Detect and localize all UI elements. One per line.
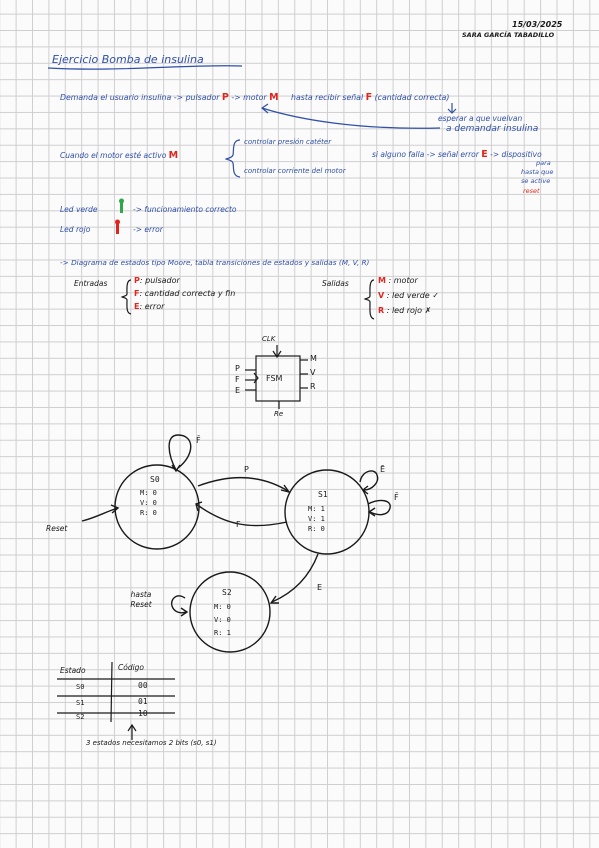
led-green-desc: -> funcionamiento correcto xyxy=(133,205,237,214)
brace-outputs xyxy=(363,279,375,320)
fsm-input-e: E xyxy=(235,386,241,395)
s0-self-loop xyxy=(168,434,192,471)
transition-s0-s1 xyxy=(197,476,289,492)
title-underline xyxy=(47,65,243,70)
table-row-0-state: S0 xyxy=(76,683,85,691)
fsm-clk-label: CLK xyxy=(262,335,276,343)
transition-reset xyxy=(81,507,119,522)
state-s0-v: V: 0 xyxy=(140,499,157,507)
fsm-input-p: P xyxy=(235,364,240,373)
line2-error: si alguno falla -> señal error E -> disp… xyxy=(372,149,542,160)
note1-line2: a demandar insulina xyxy=(446,124,539,134)
state-s1-m: M: 1 xyxy=(308,505,325,513)
line2-motor: Cuando el motor esté activo M xyxy=(60,150,179,161)
transition-s1-s2 xyxy=(271,553,319,603)
transition-reset-label: Reset xyxy=(46,524,68,533)
state-s1-circle xyxy=(284,469,370,555)
state-s2-r: R: 1 xyxy=(214,629,231,637)
feedback-arrow xyxy=(261,107,441,129)
author-text: SARA GARCÍA TABADILLO xyxy=(462,31,555,39)
outputs-label: Salidas xyxy=(322,279,349,288)
input-e: E: error xyxy=(134,302,165,311)
condition-current: controlar corriente del motor xyxy=(244,167,346,175)
state-s2-v: V: 0 xyxy=(214,616,231,624)
state-s1-name: S1 xyxy=(318,490,328,499)
table-header-code: Código xyxy=(118,663,145,672)
table-header-state: Estado xyxy=(60,666,86,675)
led-green-label: Led verde xyxy=(60,205,98,214)
state-s1-loop1-label: Ē xyxy=(380,465,386,474)
state-s1-v: V: 1 xyxy=(308,515,325,523)
fsm-block-diagram xyxy=(245,345,308,409)
table-note: 3 estados necesitamos 2 bits (s0, s1) xyxy=(86,739,217,747)
state-s0-r: R: 0 xyxy=(140,509,157,517)
line1-demand: Demanda el usuario insulina -> pulsador … xyxy=(60,92,450,103)
moore-instructions: -> Diagrama de estados tipo Moore, tabla… xyxy=(60,258,370,267)
output-r: R : led rojo ✗ xyxy=(378,306,432,315)
state-s0-loop-label: F̄ xyxy=(196,436,201,445)
state-s2-m: M: 0 xyxy=(214,603,231,611)
condition-pressure: controlar presión catéter xyxy=(244,138,332,146)
state-s2-name: S2 xyxy=(222,588,232,597)
line2-activates: se active xyxy=(521,177,551,185)
fsm-name-label: FSM xyxy=(266,374,283,383)
fsm-reset-label: Re xyxy=(274,410,284,418)
date-text: 15/03/2025 xyxy=(512,20,563,29)
state-s0-m: M: 0 xyxy=(140,489,157,497)
transition-s0-s1-label: P xyxy=(244,465,249,474)
fsm-output-v: V xyxy=(310,368,316,377)
line2-reset: reset xyxy=(523,187,540,195)
fsm-output-r: R xyxy=(310,382,316,391)
state-s0-name: S0 xyxy=(150,475,160,484)
input-p: P: pulsador xyxy=(134,276,180,285)
state-s1-r: R: 0 xyxy=(308,525,325,533)
green-led-icon xyxy=(120,203,123,213)
led-red-desc: -> error xyxy=(133,225,163,234)
table-row-2-code: 10 xyxy=(138,709,148,718)
state-s1-loop2-label: F̄ xyxy=(394,493,399,502)
state-diagram xyxy=(81,434,391,653)
transition-s1-s0 xyxy=(195,503,288,527)
state-s2-circle xyxy=(189,571,271,653)
brace-inputs xyxy=(120,279,132,315)
fsm-output-m: M xyxy=(310,354,317,363)
table-row-2-state: S2 xyxy=(76,713,85,721)
fsm-input-f: F xyxy=(235,375,240,384)
table-row-0-code: 00 xyxy=(138,681,148,690)
state-s2-loop-label: hasta Reset xyxy=(130,590,152,609)
encoding-table-lines xyxy=(57,661,175,740)
line2-stops: para xyxy=(536,159,551,167)
line2-until: hasta que xyxy=(521,168,554,176)
transition-s1-s2-label: E xyxy=(317,583,323,592)
brace-conditions xyxy=(224,139,241,178)
page-title: Ejercicio Bomba de insulina xyxy=(52,53,204,66)
inputs-label: Entradas xyxy=(74,279,108,288)
table-row-1-state: S1 xyxy=(76,699,85,707)
input-f: F: cantidad correcta y fin xyxy=(134,289,236,298)
led-red-label: Led rojo xyxy=(60,225,91,234)
transition-s1-s0-label: F xyxy=(236,520,241,529)
output-m: M : motor xyxy=(378,276,418,285)
note1-line1: esperar a que vuelvan xyxy=(438,114,523,123)
red-led-icon xyxy=(116,224,119,234)
output-v: V : led verde ✓ xyxy=(378,291,439,300)
table-row-1-code: 01 xyxy=(138,697,148,706)
